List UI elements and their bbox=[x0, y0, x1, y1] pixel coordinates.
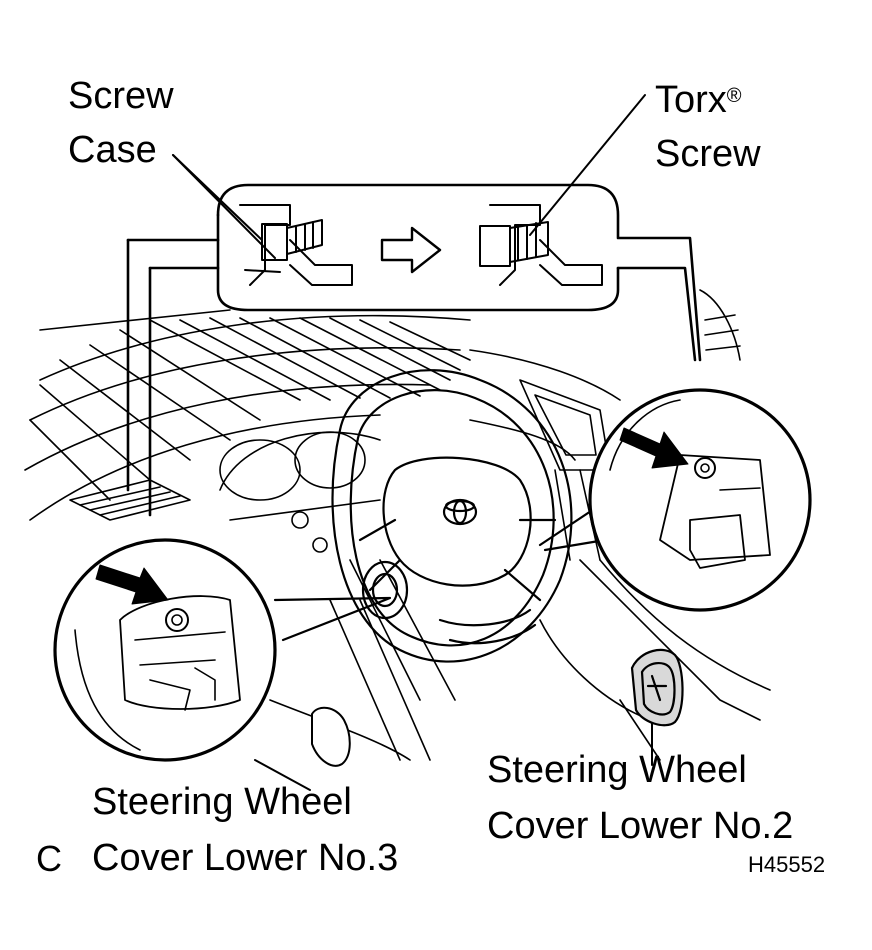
registered-mark: ® bbox=[726, 85, 742, 107]
label-screw-case-line2: Case bbox=[68, 129, 157, 171]
label-torx-line2: Screw bbox=[655, 133, 761, 175]
label-cover3-line1: Steering Wheel bbox=[92, 781, 352, 823]
screw-detail-callout bbox=[126, 183, 702, 517]
label-cover2-line2: Cover Lower No.2 bbox=[487, 805, 794, 847]
cover-lower-no3-part bbox=[311, 706, 351, 767]
label-screw-case-line1: Screw bbox=[68, 75, 174, 117]
label-torx-text: Torx bbox=[655, 79, 727, 121]
label-cover3-line2: Cover Lower No.3 bbox=[92, 837, 399, 879]
left-detail-circle bbox=[53, 538, 392, 762]
right-detail-circle bbox=[538, 388, 812, 612]
torx-screw-part bbox=[479, 204, 603, 286]
label-torx-line1: Torx® bbox=[655, 72, 742, 128]
corner-letter: C bbox=[36, 838, 62, 879]
figure-code: H45552 bbox=[748, 852, 826, 877]
cover-lower-no2-part bbox=[630, 648, 684, 727]
steering-wheel bbox=[331, 369, 573, 663]
arrow-right-icon bbox=[380, 226, 442, 274]
label-cover2-line1: Steering Wheel bbox=[487, 749, 747, 791]
screw-case-part bbox=[239, 204, 353, 286]
